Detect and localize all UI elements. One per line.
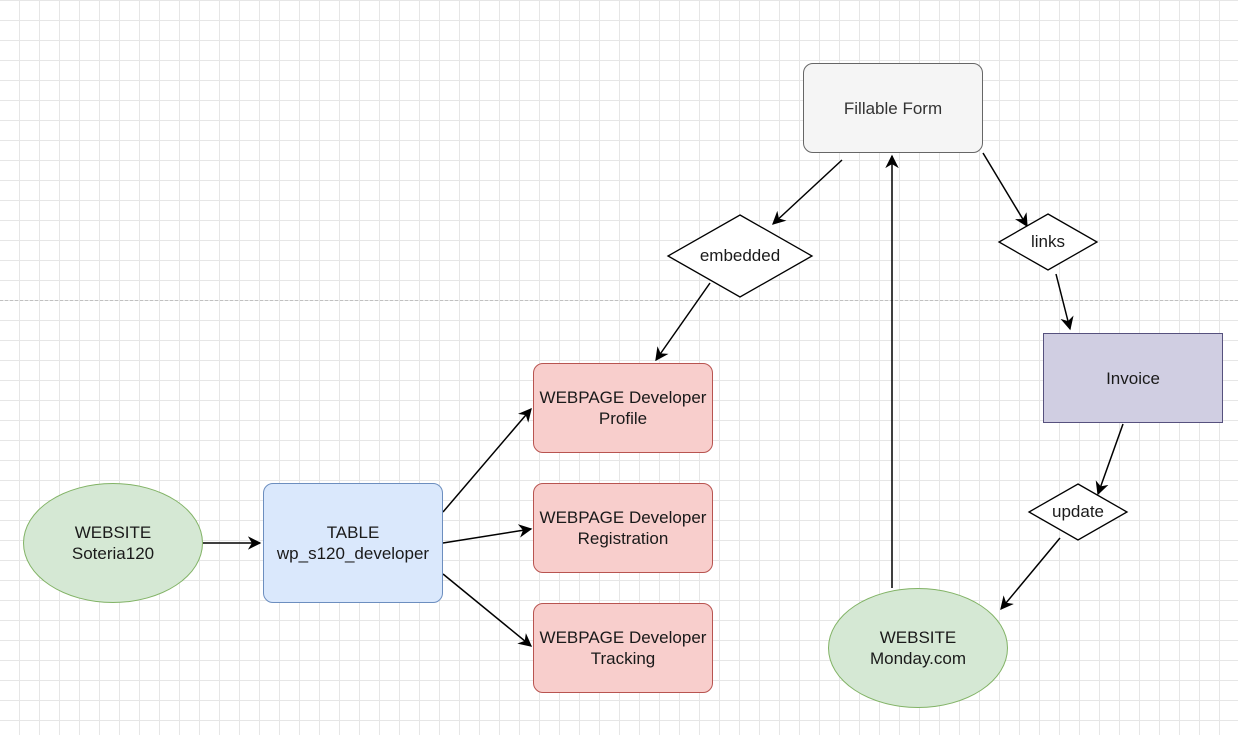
- edge-table-to-registration[interactable]: [442, 524, 533, 544]
- edge-form-to-embedded[interactable]: [772, 159, 843, 225]
- website-soteria120-label: WEBSITE Soteria120: [71, 523, 155, 563]
- fillable-form-node[interactable]: Fillable Form: [803, 63, 983, 153]
- website-soteria120-node[interactable]: WEBSITE Soteria120: [23, 483, 203, 603]
- embedded-diamond-shape[interactable]: [666, 214, 814, 298]
- webpage-profile-node[interactable]: WEBPAGE Developer Profile: [533, 363, 713, 453]
- webpage-registration-label: WEBPAGE Developer Registration: [539, 508, 707, 548]
- embedded-label: embedded: [699, 246, 781, 265]
- edge-table-to-tracking[interactable]: [442, 573, 533, 647]
- update-label: update: [1052, 502, 1104, 521]
- webpage-profile-label: WEBPAGE Developer Profile: [539, 388, 707, 428]
- webpage-tracking-node[interactable]: WEBPAGE Developer Tracking: [533, 603, 713, 693]
- edge-links-to-invoice[interactable]: [1055, 273, 1074, 331]
- website-monday-node[interactable]: WEBSITE Monday.com: [828, 588, 1008, 708]
- fillable-form-label: Fillable Form: [843, 98, 943, 118]
- edge-form-to-links[interactable]: [982, 152, 1028, 228]
- table-developer-label: TABLE wp_s120_developer: [276, 523, 430, 563]
- invoice-label: Invoice: [1106, 368, 1160, 388]
- edge-update-to-monday[interactable]: [1000, 537, 1061, 611]
- invoice-node[interactable]: Invoice: [1043, 333, 1223, 423]
- links-label: links: [1030, 232, 1065, 251]
- update-diamond-shape[interactable]: [1027, 483, 1129, 541]
- page-break-line: [0, 300, 1238, 301]
- webpage-registration-node[interactable]: WEBPAGE Developer Registration: [533, 483, 713, 573]
- table-developer-node[interactable]: TABLE wp_s120_developer: [263, 483, 443, 603]
- edge-table-to-profile[interactable]: [442, 407, 532, 513]
- edge-invoice-to-update[interactable]: [1095, 423, 1124, 496]
- webpage-tracking-label: WEBPAGE Developer Tracking: [539, 628, 707, 668]
- links-diamond-shape[interactable]: [997, 213, 1099, 271]
- website-monday-label: WEBSITE Monday.com: [869, 628, 967, 668]
- edge-embedded-to-profile[interactable]: [655, 282, 711, 362]
